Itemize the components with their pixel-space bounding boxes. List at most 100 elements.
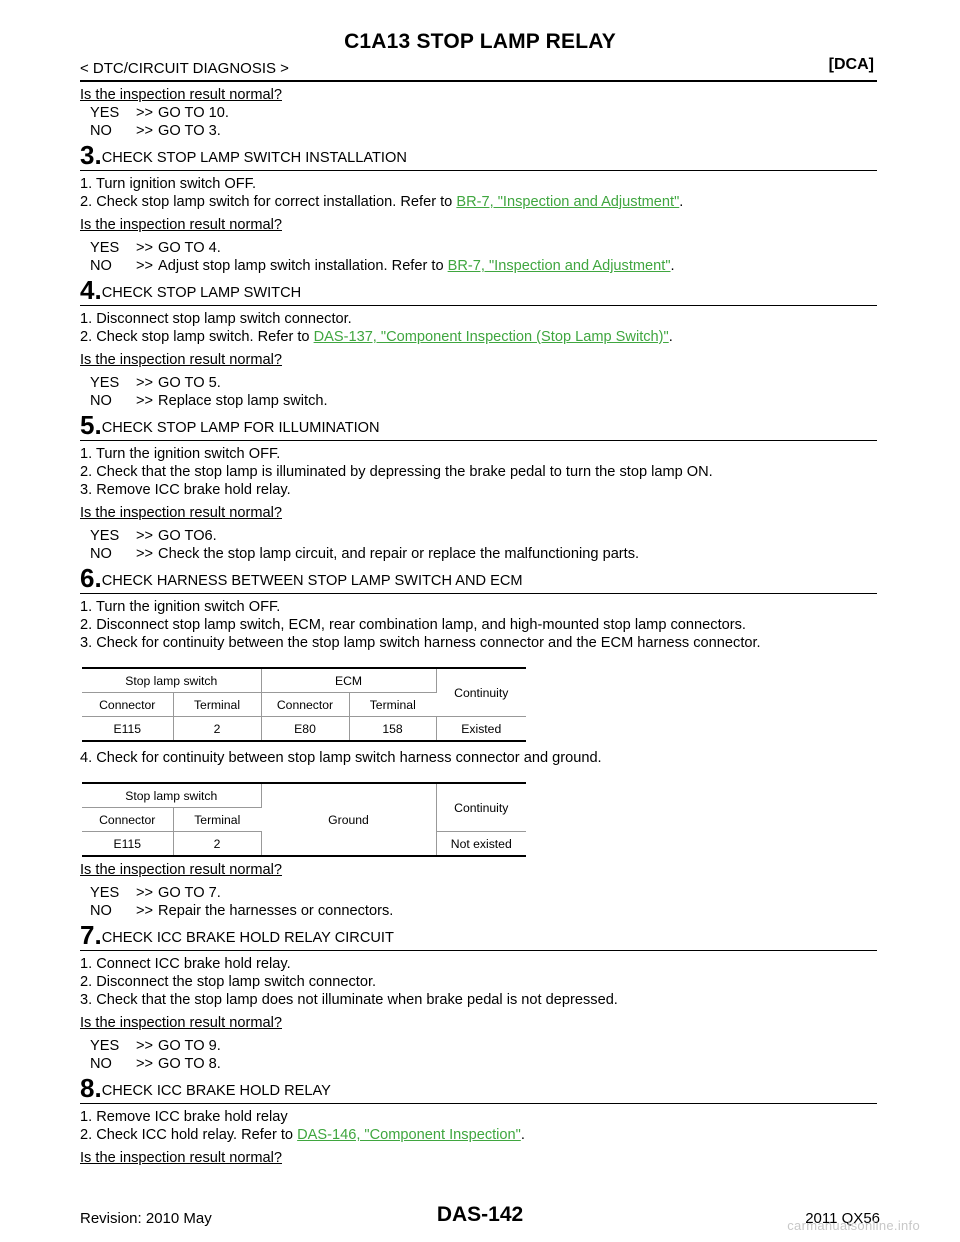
- answer-yes: YES >>GO TO6.: [80, 527, 877, 545]
- answer-text: GO TO 8.: [158, 1056, 221, 1072]
- step-number: 5.: [80, 410, 102, 440]
- step-line-text: 2. Check stop lamp switch for correct in…: [80, 194, 457, 210]
- period: .: [668, 329, 673, 345]
- answer-key: YES: [90, 105, 120, 121]
- step-line: 3. Check for continuity between the stop…: [80, 635, 761, 651]
- step-line: 2. Disconnect the stop lamp switch conne…: [80, 974, 377, 990]
- reference-link[interactable]: BR-7, "Inspection and Adjustment": [456, 194, 680, 210]
- step-line: 4. Check for continuity between stop lam…: [80, 750, 602, 766]
- step-line: 3. Check that the stop lamp does not ill…: [80, 992, 618, 1008]
- answer-arrow: >>: [136, 528, 154, 544]
- step-number: 4.: [80, 275, 102, 305]
- table-header-continuity: Continuity: [436, 783, 526, 832]
- answer-key: YES: [90, 885, 120, 901]
- inspection-question: Is the inspection result normal?: [80, 87, 282, 103]
- answer-no: NO>>GO TO 8.: [80, 1055, 877, 1073]
- step-5-header: 5.CHECK STOP LAMP FOR ILLUMINATION: [80, 410, 877, 441]
- step-6-header: 6.CHECK HARNESS BETWEEN STOP LAMP SWITCH…: [80, 563, 877, 594]
- step-number: 6.: [80, 563, 102, 593]
- step-line: 2. Disconnect stop lamp switch, ECM, rea…: [80, 617, 746, 633]
- inspection-question: Is the inspection result normal?: [80, 505, 282, 521]
- step-line: 3. Remove ICC brake hold relay.: [80, 482, 291, 498]
- step-title: CHECK STOP LAMP SWITCH: [101, 285, 302, 301]
- table-cell: E80: [261, 716, 350, 741]
- step-line: 1. Turn the ignition switch OFF.: [80, 599, 281, 615]
- header-divider: [80, 80, 877, 82]
- step-line-text: 2. Check ICC hold relay. Refer to: [80, 1127, 298, 1143]
- answer-arrow: >>: [136, 885, 154, 901]
- table-header-switch: Stop lamp switch: [82, 668, 262, 693]
- answer-key: NO: [90, 123, 112, 139]
- answer-text: GO TO6.: [158, 528, 217, 544]
- answer-yes: YES>>GO TO 5.: [80, 374, 877, 392]
- step-4-header: 4.CHECK STOP LAMP SWITCH: [80, 275, 877, 306]
- answer-no: NO >>GO TO 3.: [80, 122, 877, 140]
- inspection-question: Is the inspection result normal?: [80, 1150, 282, 1166]
- answer-no: NO>>Repair the harnesses or connectors.: [80, 902, 877, 920]
- table-cell: 2: [173, 831, 262, 856]
- answer-arrow: >>: [136, 240, 154, 256]
- table-header-ecm: ECM: [261, 668, 437, 693]
- table-cell: E115: [82, 831, 174, 856]
- reference-link[interactable]: DAS-146, "Component Inspection": [297, 1127, 521, 1143]
- answer-arrow: >>: [136, 393, 154, 409]
- reference-link[interactable]: BR-7, "Inspection and Adjustment": [447, 258, 671, 274]
- answer-arrow: >>: [136, 546, 154, 562]
- inspection-question: Is the inspection result normal?: [80, 1015, 282, 1031]
- table-header-connector: Connector: [261, 692, 350, 717]
- answer-key: YES: [90, 528, 120, 544]
- answer-text: Repair the harnesses or connectors.: [158, 903, 394, 919]
- answer-key: YES: [90, 1038, 120, 1054]
- table-header-ground: Ground: [261, 783, 437, 857]
- answer-arrow: >>: [136, 1038, 154, 1054]
- table-header-terminal: Terminal: [349, 692, 436, 717]
- answer-arrow: >>: [136, 258, 154, 274]
- step-line: 1. Turn the ignition switch OFF.: [80, 446, 281, 462]
- reference-link[interactable]: DAS-137, "Component Inspection (Stop Lam…: [313, 329, 669, 345]
- section-breadcrumb: < DTC/CIRCUIT DIAGNOSIS >: [80, 60, 289, 77]
- table-cell: Not existed: [450, 836, 512, 851]
- revision-label: Revision: 2010 May: [80, 1210, 212, 1227]
- answer-text: Adjust stop lamp switch installation. Re…: [158, 258, 448, 274]
- step-title: CHECK STOP LAMP FOR ILLUMINATION: [101, 420, 380, 436]
- step-line: 2. Check that the stop lamp is illuminat…: [80, 464, 713, 480]
- step-line: 1. Connect ICC brake hold relay.: [80, 956, 291, 972]
- step-line: 1. Turn ignition switch OFF.: [80, 176, 257, 192]
- answer-text: Check the stop lamp circuit, and repair …: [158, 546, 640, 562]
- answer-no: NO >>Check the stop lamp circuit, and rep…: [80, 545, 877, 563]
- inspection-question: Is the inspection result normal?: [80, 217, 282, 233]
- table-row: E115 2 E80 158 Existed: [82, 716, 526, 741]
- answer-text: GO TO 4.: [158, 240, 221, 256]
- table-header-terminal: Terminal: [173, 692, 262, 717]
- table-header-connector: Connector: [82, 807, 174, 832]
- step-number: 3.: [80, 140, 102, 170]
- answer-arrow: >>: [136, 123, 154, 139]
- answer-text: GO TO 5.: [158, 375, 221, 391]
- step-number: 7.: [80, 920, 102, 950]
- table-cell: 158: [349, 716, 437, 741]
- table-header-connector: Connector: [82, 692, 174, 717]
- answer-key: NO: [90, 258, 112, 274]
- section-code: [DCA]: [828, 56, 874, 73]
- answer-yes: YES >>GO TO 9.: [80, 1037, 877, 1055]
- answer-text: GO TO 9.: [158, 1038, 221, 1054]
- step-3-header: 3.CHECK STOP LAMP SWITCH INSTALLATION: [80, 140, 877, 171]
- answer-arrow: >>: [136, 105, 154, 121]
- answer-text: Replace stop lamp switch.: [158, 393, 328, 409]
- step-line: 2. Check stop lamp switch for correct in…: [80, 193, 877, 211]
- answer-yes: YES>>GO TO 4.: [80, 239, 877, 257]
- period: .: [670, 258, 675, 274]
- step-line-text: 2. Check stop lamp switch. Refer to: [80, 329, 314, 345]
- answer-key: NO: [90, 546, 112, 562]
- answer-key: NO: [90, 393, 112, 409]
- period: .: [520, 1127, 525, 1143]
- step-title: CHECK ICC BRAKE HOLD RELAY CIRCUIT: [101, 930, 394, 946]
- table-header-terminal: Terminal: [173, 807, 261, 832]
- step-8-header: 8.CHECK ICC BRAKE HOLD RELAY: [80, 1073, 877, 1104]
- procedure-content: Is the inspection result normal? YES>>GO…: [80, 86, 877, 1167]
- table-cell: Existed: [461, 721, 502, 736]
- answer-arrow: >>: [136, 375, 154, 391]
- answer-text: GO TO 3.: [158, 123, 221, 139]
- table-header-continuity: Continuity: [436, 668, 526, 717]
- page-number: DAS-142: [436, 1203, 524, 1226]
